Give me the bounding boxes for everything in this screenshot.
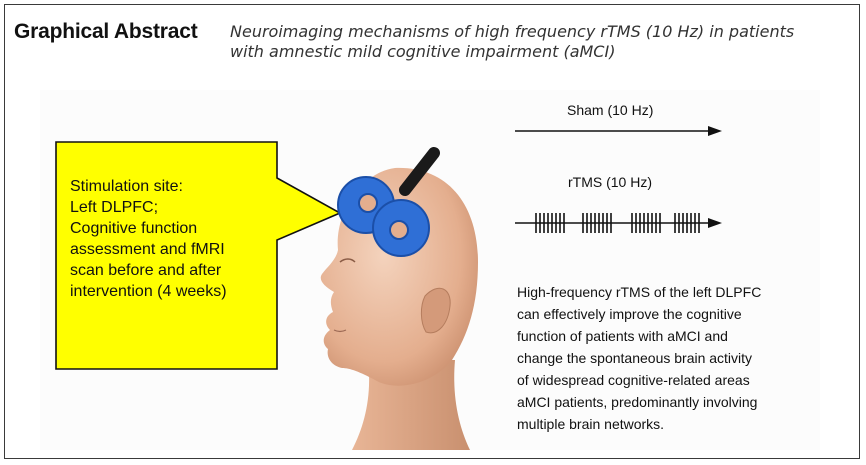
callout-line: assessment and fMRI (70, 241, 225, 258)
coil-handle (399, 147, 440, 196)
conclusion-line: multiple brain networks. (517, 416, 665, 432)
ear (420, 287, 451, 334)
subtitle-line-2: with amnestic mild cognitive impairment … (230, 42, 616, 61)
callout-text: Stimulation site: Left DLPFC; Cognitive … (70, 176, 270, 302)
tms-coil (337, 147, 440, 257)
callout-line: intervention (4 weeks) (70, 283, 227, 300)
rtms-label: rTMS (10 Hz) (568, 174, 652, 190)
callout-bubble (55, 141, 342, 370)
eye (339, 258, 356, 263)
mouth (333, 329, 347, 333)
rtms-pulse-train (535, 213, 700, 233)
sham-label: Sham (10 Hz) (567, 102, 654, 118)
sham-arrow (515, 126, 722, 136)
conclusion-line: function of patients with aMCI and (517, 328, 728, 344)
page-subtitle: Neuroimaging mechanisms of high frequenc… (230, 22, 845, 62)
page-title: Graphical Abstract (14, 20, 198, 43)
callout-line: Cognitive function (70, 220, 198, 237)
conclusion-line: of widespread cognitive-related areas (517, 372, 750, 388)
callout-line: Left DLPFC; (70, 199, 159, 216)
conclusion-line: can effectively improve the cognitive (517, 306, 742, 322)
conclusion-line: High-frequency rTMS of the left DLPFC (517, 284, 762, 300)
callout-line: Stimulation site: (70, 178, 183, 195)
conclusion-line: change the spontaneous brain activity (517, 350, 753, 366)
rtms-arrow (515, 213, 722, 233)
subtitle-line-1: Neuroimaging mechanisms of high frequenc… (230, 22, 795, 41)
callout-line: scan before and after (70, 262, 222, 279)
conclusion-text: High-frequency rTMS of the left DLPFC ca… (517, 281, 817, 435)
coil-hole-lower (389, 220, 409, 240)
conclusion-line: aMCI patients, predominantly involving (517, 394, 758, 410)
coil-hole-upper (358, 193, 378, 213)
